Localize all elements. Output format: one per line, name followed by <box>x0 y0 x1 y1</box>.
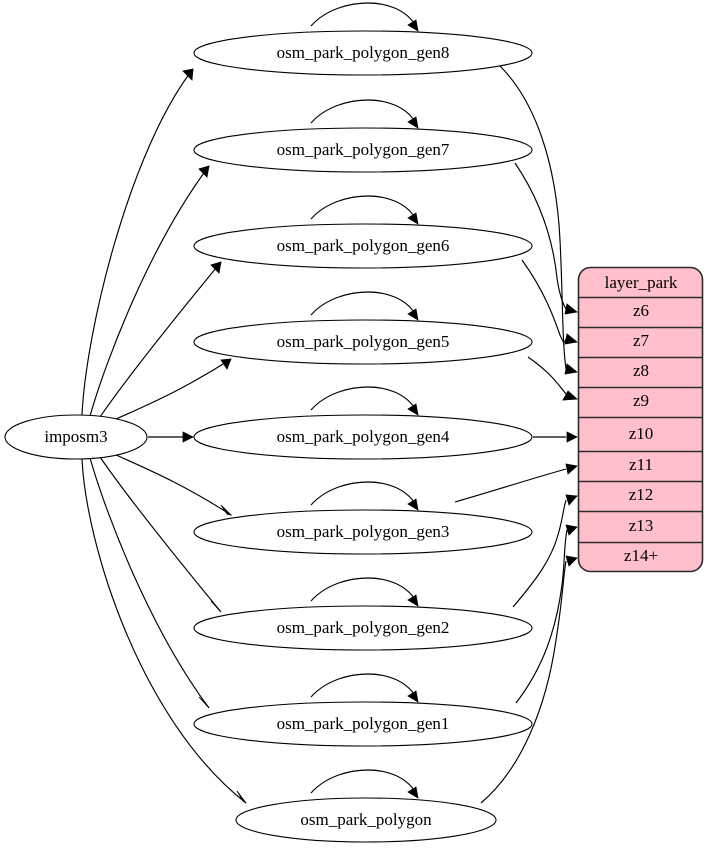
node-osm-park-polygon-gen7[interactable]: osm_park_polygon_gen7 <box>193 99 533 173</box>
node-label: osm_park_polygon_gen2 <box>277 618 450 637</box>
node-osm-park-polygon-gen8[interactable]: osm_park_polygon_gen8 <box>193 2 533 76</box>
edge-base-to-z14 <box>480 555 578 804</box>
table-header-label: layer_park <box>605 273 678 292</box>
node-osm-park-polygon[interactable]: osm_park_polygon <box>235 769 497 843</box>
table-cell-label: z12 <box>629 485 654 504</box>
node-label: osm_park_polygon_gen7 <box>277 140 450 159</box>
ellipse-shape <box>4 414 148 460</box>
table-cell-label: z11 <box>629 455 653 474</box>
layer-park-table[interactable]: layer_park z6 z7 z8 z9 <box>577 266 704 573</box>
table-row-z7[interactable]: z7 <box>578 331 703 359</box>
table-row-z13[interactable]: z13 <box>578 516 703 544</box>
edge-imposm3-to-gen3 <box>113 453 233 516</box>
node-label: osm_park_polygon_gen1 <box>277 714 450 733</box>
edge-gen6-to-z7 <box>521 259 578 345</box>
node-label: osm_park_polygon_gen6 <box>277 236 450 255</box>
table-row-z10[interactable]: z10 <box>578 424 703 453</box>
table-row-z11[interactable]: z11 <box>578 455 703 483</box>
edge-gen2-to-z12 <box>512 494 578 608</box>
ellipse-shape <box>193 414 533 460</box>
edge-gen1-to-z13 <box>515 524 578 704</box>
edge-imposm3-to-gen2 <box>99 456 222 613</box>
self-loop-gen2 <box>310 577 419 607</box>
ellipse-shape <box>193 701 533 747</box>
edge-imposm3-to-gen4 <box>148 431 194 443</box>
table-cell-label: z7 <box>633 331 650 350</box>
table-cell-label: z6 <box>633 301 649 320</box>
self-loop-base <box>310 769 419 799</box>
ellipse-shape <box>193 30 533 76</box>
ellipse-shape <box>193 509 533 555</box>
self-loop-gen7 <box>310 99 419 129</box>
edge-imposm3-to-gen1 <box>89 457 210 709</box>
table-row-z14plus[interactable]: z14+ <box>624 546 658 565</box>
self-loop-gen8 <box>310 2 419 32</box>
self-loop-gen6 <box>310 195 419 225</box>
node-label: osm_park_polygon_gen3 <box>277 522 450 541</box>
edge-gen7-to-z6 <box>514 162 578 315</box>
table-cell-label: z9 <box>633 391 649 410</box>
ellipse-shape <box>193 319 533 365</box>
edge-gen8-to-z8 <box>499 65 578 375</box>
ellipse-shape <box>193 223 533 269</box>
table-row-z8[interactable]: z8 <box>578 361 703 389</box>
node-osm-park-polygon-gen1[interactable]: osm_park_polygon_gen1 <box>193 673 533 747</box>
edge-gen5-to-z9 <box>527 356 578 401</box>
edges-source-to-nodes <box>81 68 247 804</box>
edge-imposm3-to-gen8 <box>81 68 194 416</box>
table-row-z9[interactable]: z9 <box>578 391 703 419</box>
node-label: osm_park_polygon <box>300 810 432 829</box>
self-loop-gen3 <box>310 481 419 511</box>
node-osm-park-polygon-gen5[interactable]: osm_park_polygon_gen5 <box>193 291 533 365</box>
table-cell-label: z14+ <box>624 546 658 565</box>
node-osm-park-polygon-gen3[interactable]: osm_park_polygon_gen3 <box>193 481 533 555</box>
table-cell-label: z10 <box>629 424 654 443</box>
ellipse-shape <box>193 127 533 173</box>
edge-gen4-to-z10 <box>533 431 578 443</box>
self-loop-gen1 <box>310 673 419 703</box>
edge-imposm3-to-gen5 <box>113 358 232 421</box>
edge-imposm3-to-gen7 <box>89 165 210 417</box>
node-label: osm_park_polygon_gen8 <box>277 43 450 62</box>
node-label: imposm3 <box>44 427 107 446</box>
table-cell-label: z8 <box>633 361 649 380</box>
node-label: osm_park_polygon_gen5 <box>277 332 450 351</box>
edges-nodes-to-table <box>454 65 578 804</box>
self-loop-gen4 <box>310 386 419 416</box>
table-row-z6[interactable]: z6 <box>578 301 703 329</box>
edge-gen3-to-z11 <box>454 463 578 503</box>
self-loop-gen5 <box>310 291 419 321</box>
edge-imposm3-to-base <box>81 458 247 804</box>
ellipse-shape <box>235 797 497 843</box>
node-osm-park-polygon-gen6[interactable]: osm_park_polygon_gen6 <box>193 195 533 269</box>
node-label: osm_park_polygon_gen4 <box>277 427 450 446</box>
node-imposm3[interactable]: imposm3 <box>4 414 148 460</box>
ellipse-shape <box>193 605 533 651</box>
table-cell-label: z13 <box>629 516 654 535</box>
edge-imposm3-to-gen6 <box>99 261 222 418</box>
node-osm-park-polygon-gen4[interactable]: osm_park_polygon_gen4 <box>193 386 533 460</box>
node-osm-park-polygon-gen2[interactable]: osm_park_polygon_gen2 <box>193 577 533 651</box>
table-background <box>577 266 704 573</box>
table-row-z12[interactable]: z12 <box>578 485 703 513</box>
